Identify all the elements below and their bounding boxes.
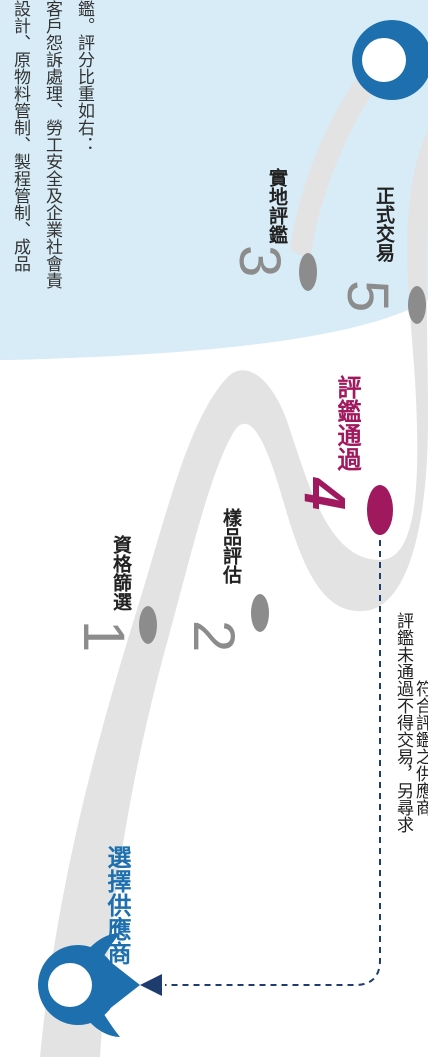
step-4-marker [367,485,393,535]
step-1-number: 1 [71,620,136,652]
step-1-marker [139,606,157,644]
intro-line-2: 客戶怨訴處理、勞工安全及企業社會責 [42,0,62,289]
step-5-number: 5 [335,280,400,312]
intro-line-3: 鑑。評分比重如右： [74,0,94,153]
start-label: 選擇供應商 [103,845,131,965]
step-2-label: 樣品評估 [220,508,242,584]
intro-line-1: 設計、原物料管制、製程管制、成品 [10,0,30,272]
location-pin-icon-start [38,933,140,1037]
step-3-marker [299,253,317,291]
step-4-label: 評鑑通過 [333,375,361,471]
info-bubble [0,0,428,360]
location-pin-icon-end [352,20,428,100]
step-5-marker [408,286,426,324]
step-3-number: 3 [227,245,292,277]
return-dashed-line [165,540,381,986]
step-2-marker [251,594,269,632]
step-1-label: 資格篩選 [110,535,132,611]
fail-note-line-1: 評鑑未通過不得交易，另尋求 [393,612,413,833]
step-2-number: 2 [181,620,246,652]
step-5-label: 正式交易 [373,186,395,262]
return-arrowhead [140,974,162,996]
step-3-label: 實地評鑑 [266,168,288,244]
step-4-number: 4 [292,477,357,510]
road-branch [290,60,395,260]
fail-note-line-2: 符合評鑑之供應商 [412,680,428,816]
